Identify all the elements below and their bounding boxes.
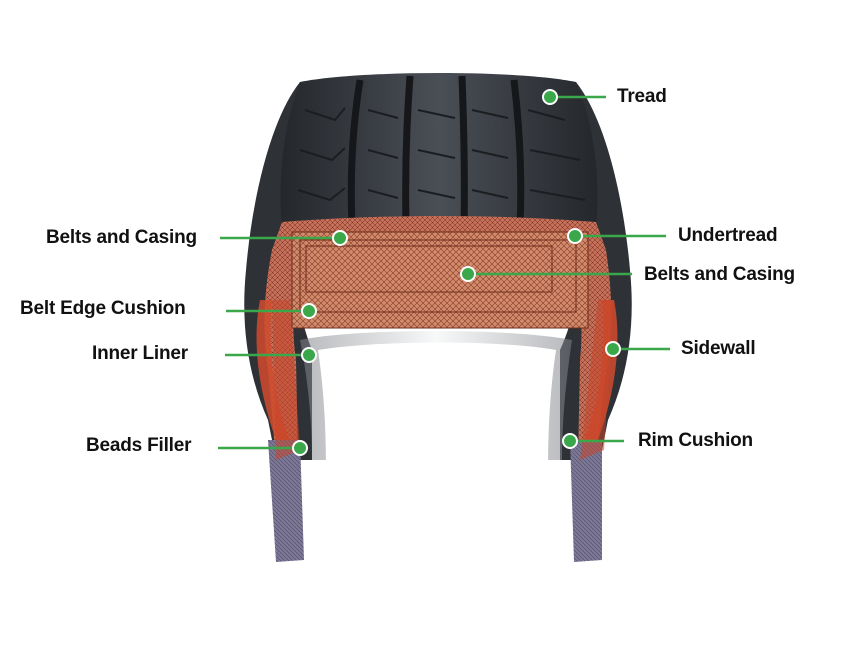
callouts xyxy=(218,89,670,456)
right-bead-filler xyxy=(580,300,614,460)
inner-cavity xyxy=(318,342,556,470)
label-tread: Tread xyxy=(617,86,667,107)
label-belts-and-casing-right: Belts and Casing xyxy=(644,264,795,285)
label-belts-and-casing-left: Belts and Casing xyxy=(46,227,197,248)
dot-rim-cushion xyxy=(562,433,578,449)
dot-belts-left xyxy=(332,230,348,246)
tread-grooves xyxy=(347,75,525,227)
dot-beads-filler xyxy=(292,440,308,456)
left-carcass-ply xyxy=(256,300,300,470)
tire-body xyxy=(244,73,632,562)
dot-inner-liner xyxy=(301,347,317,363)
dot-belt-edge xyxy=(301,303,317,319)
label-beads-filler: Beads Filler xyxy=(86,435,192,456)
left-bead xyxy=(268,440,304,562)
left-bead-filler xyxy=(272,300,300,460)
dot-undertread xyxy=(567,228,583,244)
label-undertread: Undertread xyxy=(678,225,778,246)
dot-belts-right xyxy=(460,266,476,282)
label-rim-cushion: Rim Cushion xyxy=(638,430,753,451)
dot-tread xyxy=(542,89,558,105)
belt-plate-top xyxy=(305,245,553,293)
label-belt-edge-cushion: Belt Edge Cushion xyxy=(20,298,186,319)
right-bead xyxy=(570,440,602,562)
label-sidewall: Sidewall xyxy=(681,338,756,359)
tread-sipes xyxy=(297,107,586,202)
label-inner-liner: Inner Liner xyxy=(92,343,188,364)
dot-sidewall xyxy=(605,341,621,357)
